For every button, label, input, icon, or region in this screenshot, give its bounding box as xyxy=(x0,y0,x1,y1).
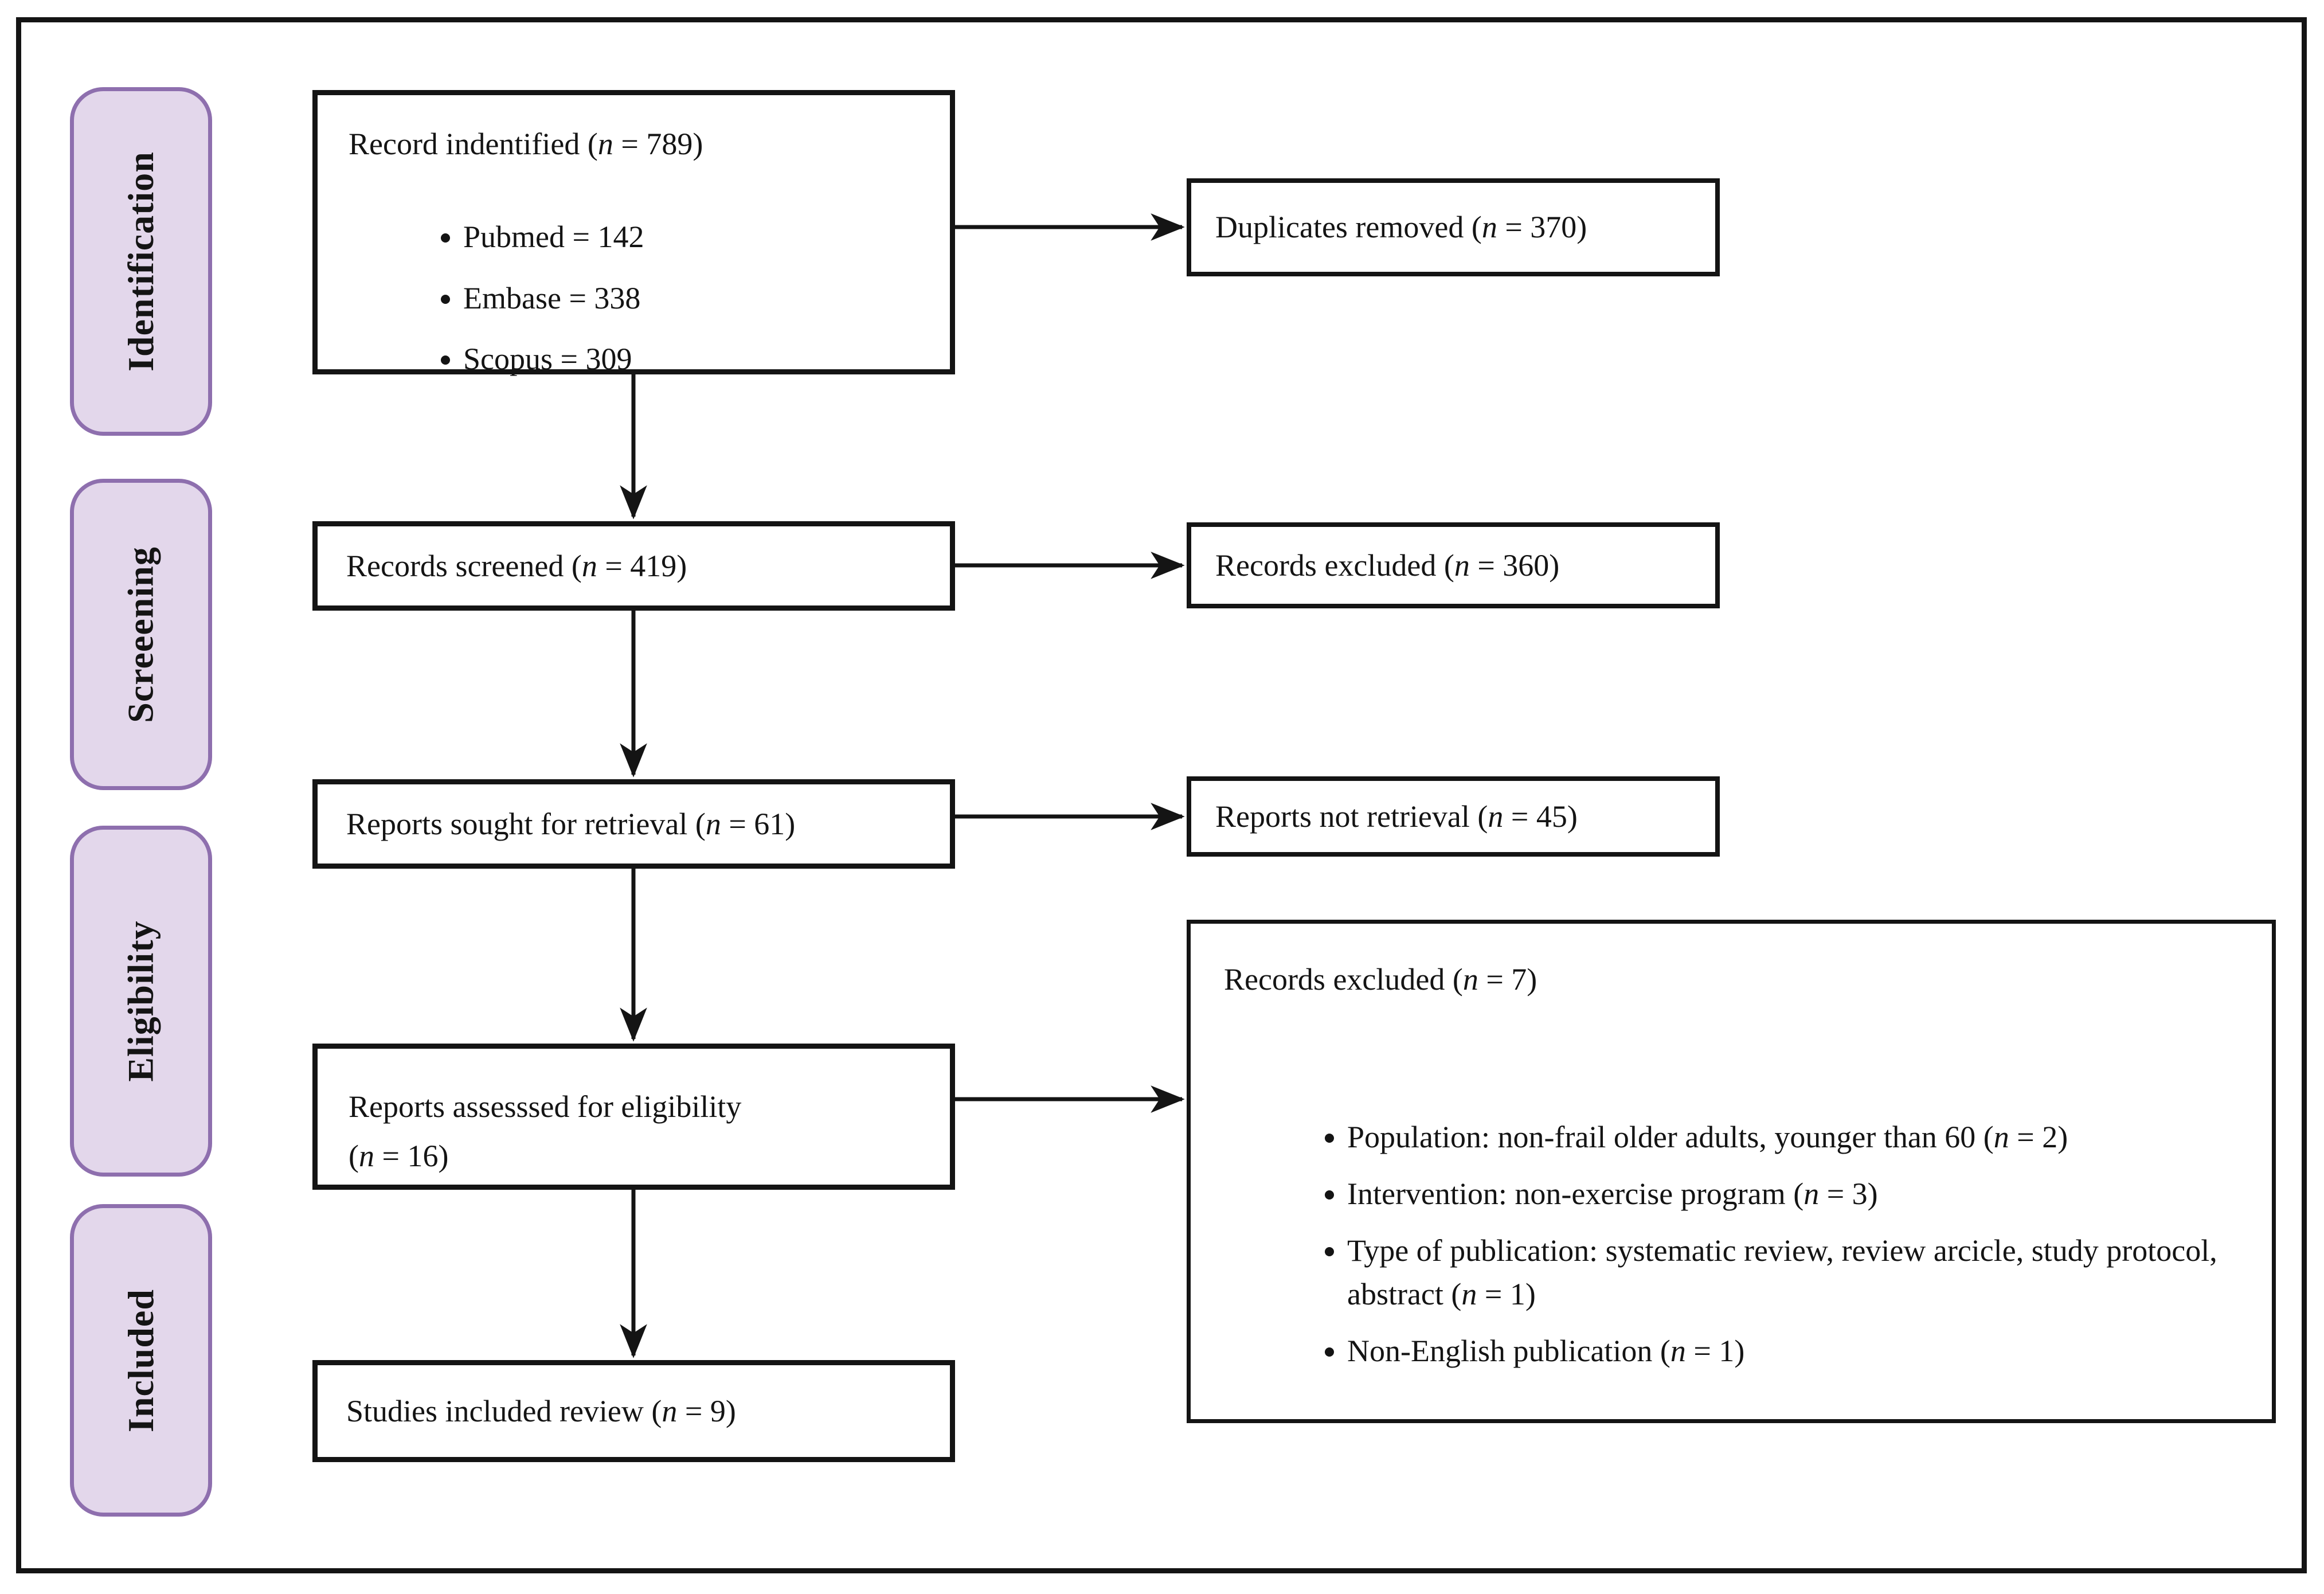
box-reports-assessed: Reports assesssed for eligibility (n = 1… xyxy=(312,1044,955,1190)
box-title: Reports sought for retrieval (n = 61) xyxy=(346,806,796,841)
bullet-item: Type of publication: systematic review, … xyxy=(1347,1229,2243,1316)
box-records-screened: Records screened (n = 419) xyxy=(312,521,955,611)
box-studies-included: Studies included review (n = 9) xyxy=(312,1360,955,1462)
bullet-item: Intervention: non-exercise program (n = … xyxy=(1347,1172,2243,1216)
box-reports-sought: Reports sought for retrieval (n = 61) xyxy=(312,779,955,869)
box-title: Record indentified (n = 789) xyxy=(349,127,703,161)
box-reports-not-retrieved: Reports not retrieval (n = 45) xyxy=(1187,776,1720,857)
bullet-item: Embase = 338 xyxy=(463,276,933,321)
box-title: Records excluded (n = 360) xyxy=(1215,548,1560,583)
box-title-line1: Reports assesssed for eligibility xyxy=(349,1089,742,1124)
stage-label: Identification xyxy=(120,151,161,372)
box-records-excluded-screening: Records excluded (n = 360) xyxy=(1187,522,1720,608)
bullet-item: Scopus = 309 xyxy=(463,337,933,381)
stage-label: Eligibility xyxy=(120,920,161,1082)
box-duplicates-removed: Duplicates removed (n = 370) xyxy=(1187,178,1720,276)
bullet-item: Population: non-frail older adults, youn… xyxy=(1347,1115,2243,1159)
box-title: Studies included review (n = 9) xyxy=(346,1393,736,1428)
box-title: Duplicates removed (n = 370) xyxy=(1215,210,1587,245)
stage-identification: Identification xyxy=(70,87,212,436)
box-records-excluded-eligibility: Records excluded (n = 7) Population: non… xyxy=(1187,920,2276,1423)
box-records-identified: Record indentified (n = 789) Pubmed = 14… xyxy=(312,90,955,376)
outer-frame xyxy=(16,17,2307,1573)
database-list: Pubmed = 142Embase = 338Scopus = 309 xyxy=(349,214,933,381)
box-title: Reports not retrieval (n = 45) xyxy=(1215,799,1578,834)
stage-eligibility: Eligibility xyxy=(70,826,212,1177)
box-title: Records excluded (n = 7) xyxy=(1224,962,1537,997)
stage-label: Screeening xyxy=(120,546,161,723)
stage-screening: Screeening xyxy=(70,479,212,790)
stage-label: Included xyxy=(120,1288,161,1432)
exclusion-reason-list: Population: non-frail older adults, youn… xyxy=(1224,1115,2243,1373)
box-title-line2: (n = 16) xyxy=(349,1139,449,1174)
stage-included: Included xyxy=(70,1204,212,1517)
bullet-item: Non-English publication (n = 1) xyxy=(1347,1329,2243,1373)
box-title: Records screened (n = 419) xyxy=(346,548,687,583)
bullet-item: Pubmed = 142 xyxy=(463,214,933,259)
